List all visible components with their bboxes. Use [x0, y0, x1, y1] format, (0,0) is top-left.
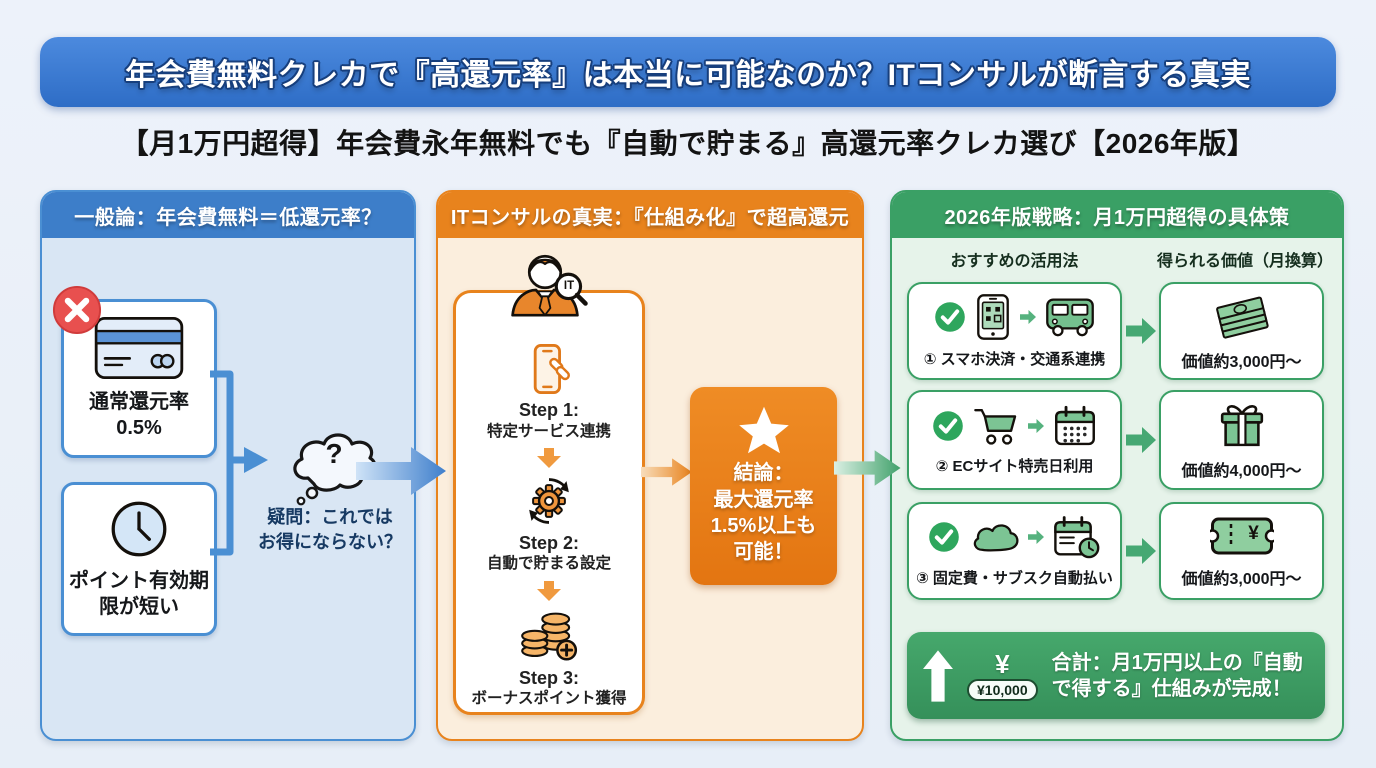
- column-value-header: 得られる価値（月換算）: [1157, 253, 1334, 270]
- calendar-icon: [1054, 405, 1096, 446]
- thought-bubble-icon: ?: [282, 422, 386, 506]
- row-arrow-icon: [1126, 318, 1156, 344]
- check-icon: [928, 521, 960, 553]
- connector-lines: [210, 370, 268, 556]
- card-point-expiry-label: ポイント有効期 限が短い: [69, 569, 209, 618]
- panel-2026-strategy-header: 2026年版戦略：月1万円超得の具体策: [892, 192, 1342, 238]
- usage-label-3: ③ 固定費・サブスク自動払い: [916, 569, 1113, 587]
- bus-icon: [1046, 298, 1094, 337]
- green-arrow-icon: [834, 450, 901, 486]
- credit-card-icon: [93, 316, 185, 380]
- ticket-yen-glyph: ¥: [1248, 522, 1259, 544]
- clock-icon: [109, 499, 169, 559]
- page-title: 年会費無料クレカで『高還元率』は本当に可能なのか？ITコンサルが断言する真実: [125, 59, 1251, 92]
- step2-label: 自動で貯まる設定: [486, 555, 611, 573]
- small-arrow-icon: [1028, 419, 1044, 433]
- summary-text: 合計：月1万円以上の『自動 で得する』仕組みが完成！: [1051, 651, 1303, 700]
- small-arrow-icon: [1028, 530, 1044, 544]
- title-banner: 年会費無料クレカで『高還元率』は本当に可能なのか？ITコンサルが断言する真実: [40, 37, 1336, 107]
- panel-it-consultant: ITコンサルの真実：『仕組み化』で超高還元 Step 1: 特定サービス連携 S…: [436, 190, 864, 741]
- panel-it-consultant-header: ITコンサルの真実：『仕組み化』で超高還元: [438, 192, 862, 238]
- doubt-text: 疑問：これでは お得にならない？: [258, 507, 402, 553]
- star-icon: [738, 406, 790, 454]
- column-usage-header: おすすめの活用法: [950, 253, 1079, 270]
- value-card-1: 価値約3,000円～: [1159, 282, 1324, 380]
- value-card-3: ¥ 価値約3,000円～: [1159, 502, 1324, 600]
- step2-title: Step 2:: [518, 532, 579, 553]
- it-badge-label: IT: [563, 280, 575, 292]
- coins-plus-icon: [518, 607, 580, 663]
- conclusion-box: 結論： 最大還元率 1.5%以上も 可能！: [690, 387, 837, 585]
- usage-card-3: ③ 固定費・サブスク自動払い: [907, 502, 1122, 600]
- check-icon: [934, 301, 966, 333]
- value-label-2: 価値約4,000円～: [1181, 462, 1302, 480]
- card-normal-rate: 通常還元率 0.5%: [61, 299, 217, 458]
- step1-title: Step 1:: [518, 400, 579, 420]
- usage-label-1: ① スマホ決済・交通系連携: [923, 351, 1106, 368]
- panel-2026-strategy: 2026年版戦略：月1万円超得の具体策 おすすめの活用法 得られる価値（月換算）…: [890, 190, 1344, 741]
- row-arrow-icon: [1126, 538, 1156, 564]
- calendar-clock-icon: [1053, 515, 1100, 559]
- usage-card-1: ① スマホ決済・交通系連携: [907, 282, 1122, 380]
- conclusion-text: 結論： 最大還元率 1.5%以上も 可能！: [710, 462, 817, 564]
- row-arrow-icon: [1126, 427, 1156, 453]
- smartphone-qr-icon: [977, 294, 1009, 340]
- ticket-yen-icon: ¥: [1210, 514, 1274, 558]
- yen-symbol: ¥: [995, 648, 1010, 679]
- page-subtitle: 【月1万円超得】年会費永年無料でも『自動で貯まる』高還元率クレカ選び【2026年…: [120, 128, 1256, 159]
- down-arrow-icon: [537, 448, 561, 468]
- value-card-2: 価値約4,000円～: [1159, 390, 1324, 490]
- smartphone-link-icon: [523, 343, 575, 395]
- panel-common-view: 一般論：年会費無料＝低還元率？ 通常還元率 0.5% ポイント有効期 限が短い …: [40, 190, 416, 741]
- cloud-icon: [973, 524, 1019, 552]
- panel-common-view-header: 一般論：年会費無料＝低還元率？: [42, 192, 414, 238]
- small-arrow-icon: [1020, 310, 1036, 324]
- card-point-expiry: ポイント有効期 限が短い: [61, 482, 217, 636]
- step3-label: ボーナスポイント獲得: [471, 690, 627, 708]
- orange-arrow-icon: [641, 458, 692, 486]
- blue-arrow-icon: [356, 447, 446, 495]
- value-label-3: 価値約3,000円～: [1181, 570, 1302, 588]
- up-arrow-icon: [923, 649, 953, 702]
- check-icon: [932, 410, 964, 442]
- card-normal-rate-label: 通常還元率 0.5%: [89, 391, 189, 439]
- step3-title: Step 3:: [518, 667, 579, 688]
- usage-card-2: ② ECサイト特売日利用: [907, 390, 1122, 490]
- yen-amount-badge: ¥10,000: [967, 678, 1038, 701]
- down-arrow-icon: [537, 581, 561, 601]
- step1-label: 特定サービス連携: [486, 422, 611, 440]
- summary-banner: ¥ ¥10,000 合計：月1万円以上の『自動 で得する』仕組みが完成！: [907, 632, 1325, 719]
- cart-icon: [974, 408, 1017, 445]
- yen-total: ¥ ¥10,000: [967, 651, 1038, 701]
- steps-card: Step 1: 特定サービス連携 Step 2: 自動で貯まる設定 Step 3…: [453, 290, 645, 715]
- x-mark-icon: [52, 285, 102, 335]
- cash-stack-icon: [1215, 295, 1269, 339]
- value-label-1: 価値約3,000円～: [1181, 353, 1302, 371]
- gear-sync-icon: [522, 474, 576, 528]
- gift-icon: [1220, 404, 1263, 446]
- question-mark: ?: [325, 438, 343, 469]
- usage-label-2: ② ECサイト特売日利用: [935, 458, 1094, 475]
